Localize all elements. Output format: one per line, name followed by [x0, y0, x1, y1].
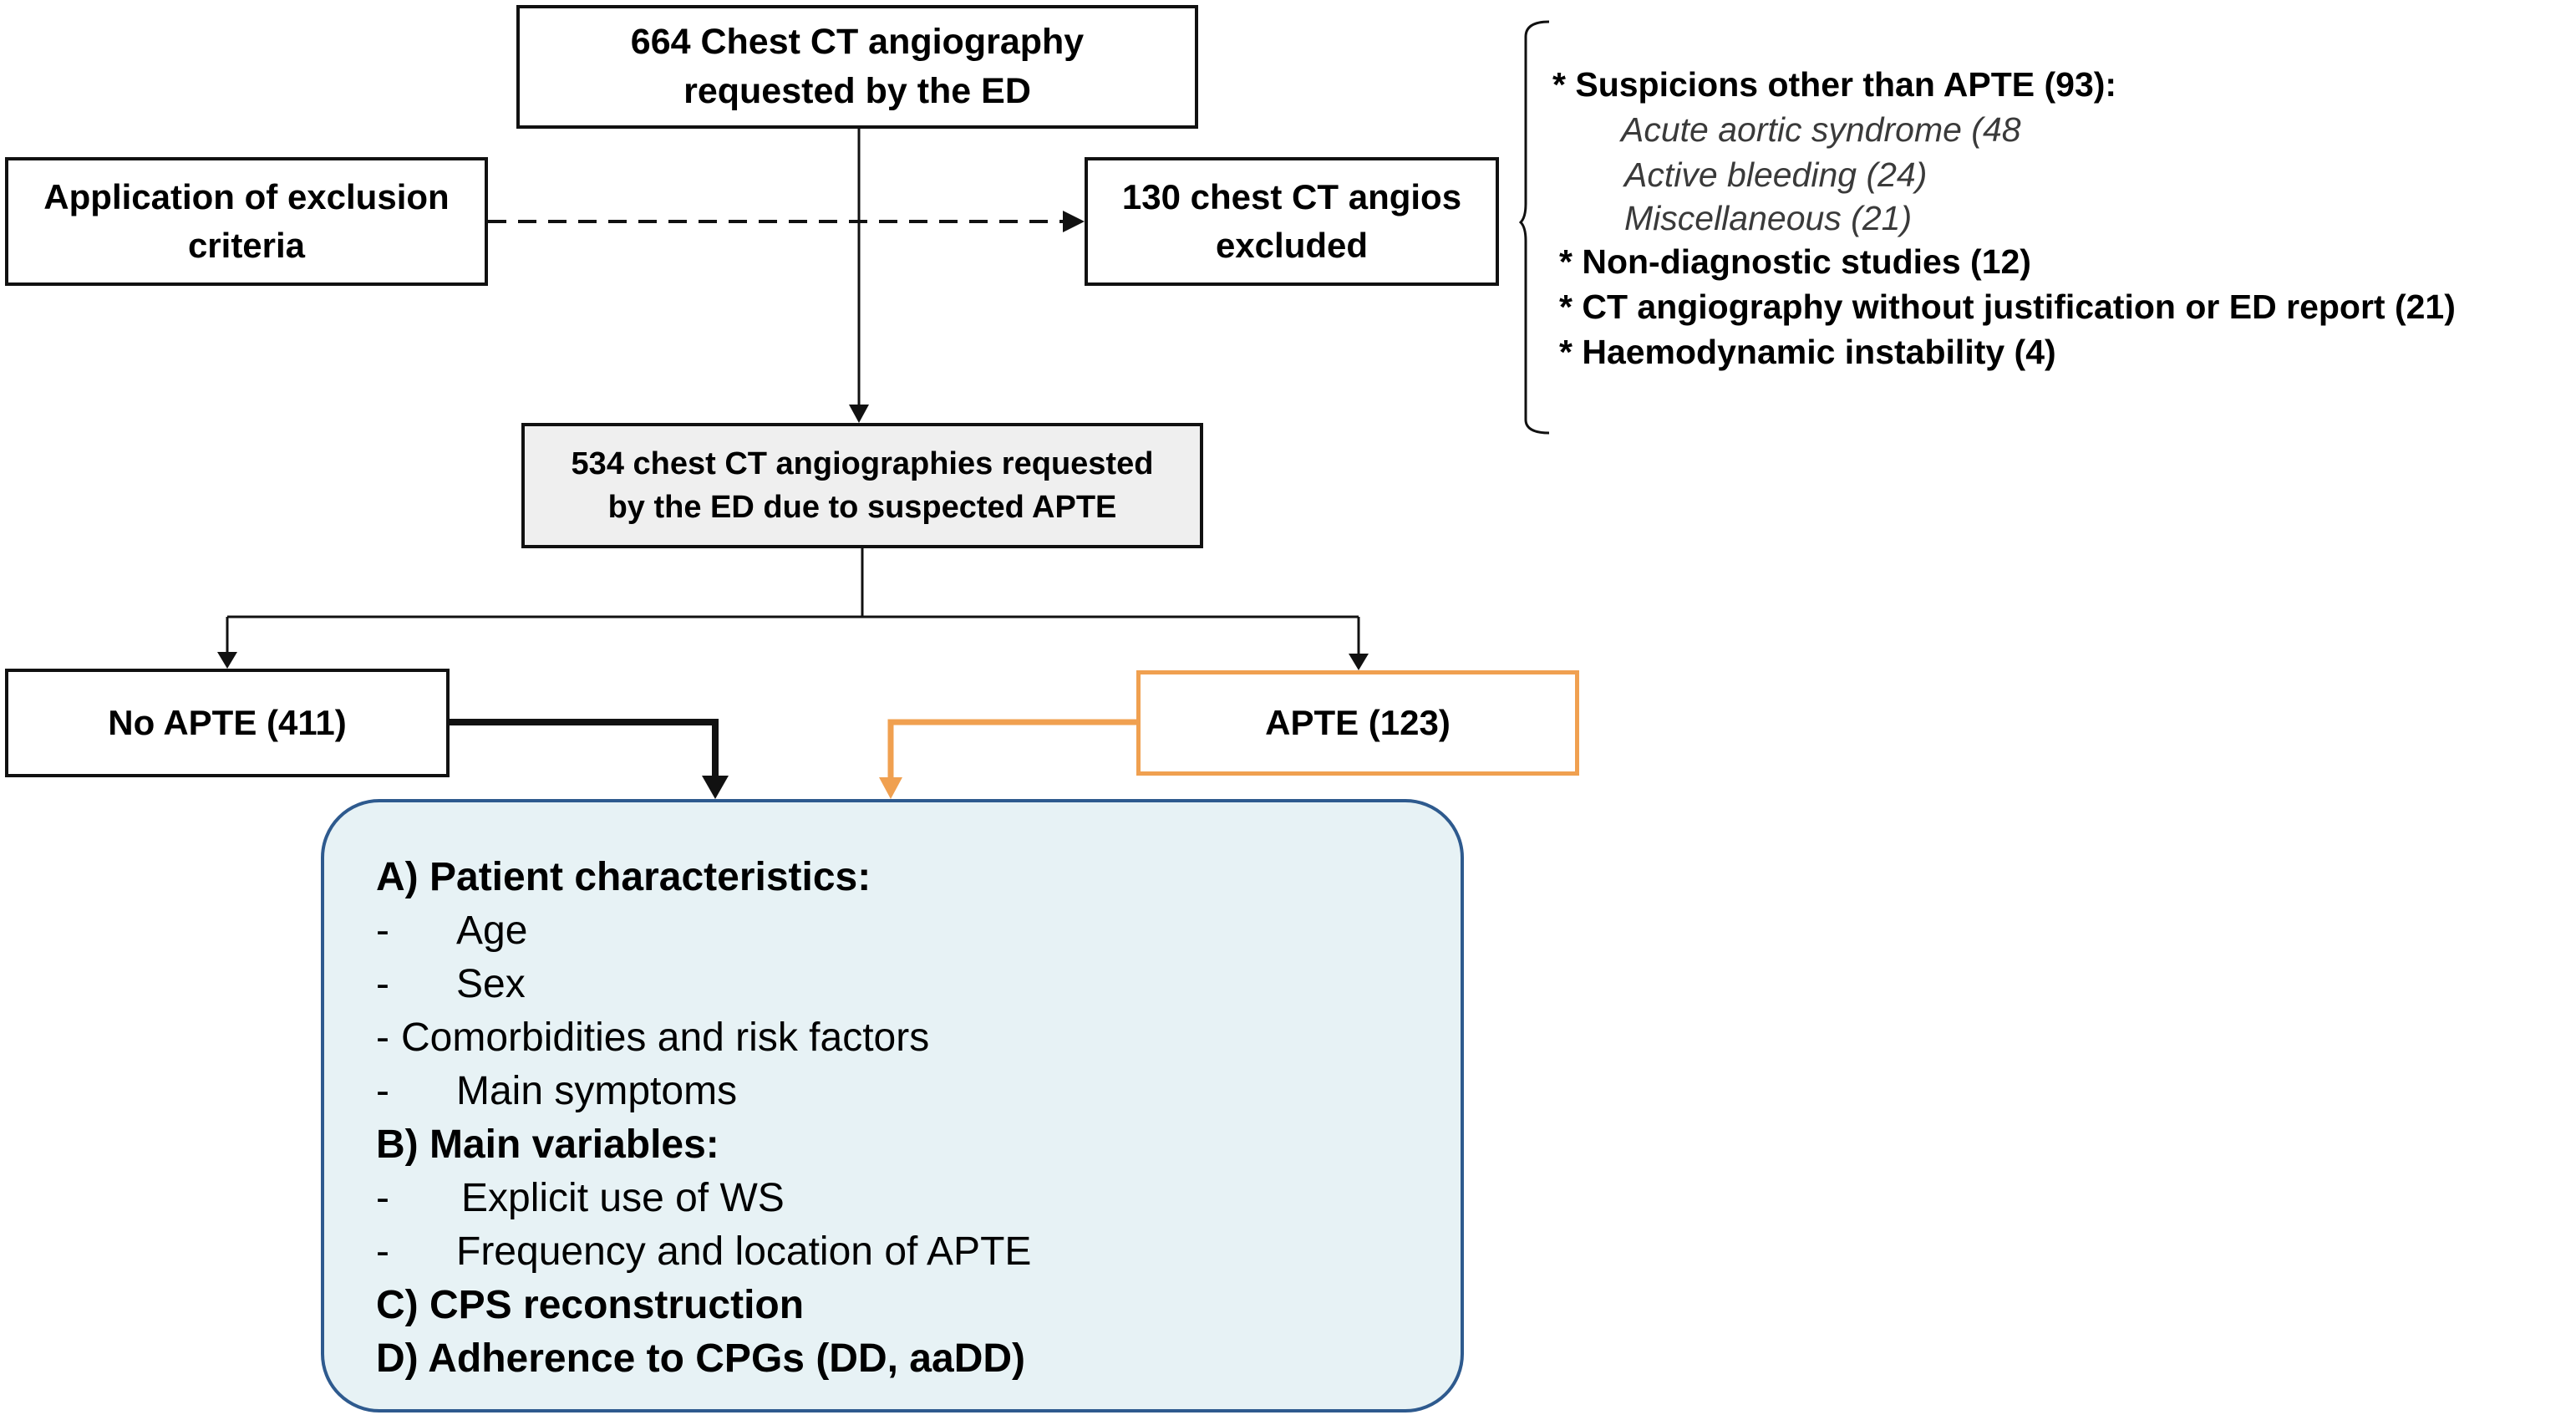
- section-a-heading: A) Patient characteristics:: [376, 855, 871, 899]
- box-suspected-apte: 534 chest CT angiographies requested by …: [521, 423, 1203, 548]
- exclusion-reasons-list: * Suspicions other than APTE (93): Acute…: [1552, 62, 2456, 374]
- section-a-item-label: Comorbidities and risk factors: [400, 1015, 930, 1060]
- exclusion-subreason: Acute aortic syndrome (48: [1621, 110, 2021, 149]
- box-exclusion-criteria: Application of exclusion criteria: [5, 157, 488, 286]
- box-apte-label: APTE (123): [1265, 703, 1451, 743]
- section-b-item: - Explicit use of WS: [376, 1172, 1461, 1225]
- box-excluded-studies: 130 chest CT angios excluded: [1085, 157, 1499, 286]
- box-apte: APTE (123): [1136, 670, 1579, 776]
- bullet-dash: -: [376, 1069, 389, 1113]
- section-a-item: -Comorbidities and risk factors: [376, 1011, 1461, 1065]
- exclusion-subreason: Active bleeding (24): [1624, 155, 1928, 194]
- connector-top-to-middle: [849, 129, 869, 423]
- box-no-apte-label: No APTE (411): [108, 703, 347, 743]
- connector-apte-to-variables: [879, 719, 1136, 799]
- bullet-dash: -: [376, 909, 389, 953]
- box-suspected-apte-line2: by the ED due to suspected APTE: [607, 490, 1117, 525]
- arrowhead: [217, 652, 237, 669]
- connector-no-apte-to-variables: [450, 719, 729, 799]
- bullet-dash: -: [376, 1015, 389, 1060]
- arrowhead: [879, 777, 902, 799]
- arrowhead: [1349, 654, 1369, 670]
- bullet-dash: -: [376, 1229, 389, 1274]
- box-exclusion-criteria-line2: criteria: [187, 226, 306, 265]
- section-a-item-label: Sex: [456, 962, 526, 1006]
- bullet-dash: -: [376, 962, 389, 1006]
- section-d-heading: D) Adherence to CPGs (DD, aaDD): [376, 1336, 1025, 1381]
- section-a-item: - Age: [376, 904, 1461, 958]
- section-a-item: - Sex: [376, 958, 1461, 1011]
- box-no-apte: No APTE (411): [5, 669, 450, 777]
- exclusion-reason: * CT angiography without justification o…: [1559, 288, 2456, 326]
- arrowhead: [702, 776, 729, 799]
- box-exclusion-criteria-line1: Application of exclusion: [43, 177, 450, 217]
- exclusion-brace: [1519, 20, 1550, 435]
- box-suspected-apte-line1: 534 chest CT angiographies requested: [571, 445, 1154, 481]
- box-study-variables: A) Patient characteristics: -Age -Sex -C…: [321, 799, 1464, 1412]
- exclusion-reason: * Non-diagnostic studies (12): [1559, 242, 2031, 281]
- bullet-dash: -: [376, 1176, 389, 1220]
- box-total-ct-requests-line1: 664 Chest CT angiography: [630, 21, 1085, 62]
- exclusion-reason: * Haemodynamic instability (4): [1559, 333, 2056, 371]
- arrowhead: [849, 405, 869, 423]
- connector-exclusion-dashed: [488, 211, 1085, 232]
- exclusion-subreason: Miscellaneous (21): [1624, 199, 1913, 237]
- section-b-heading: B) Main variables:: [376, 1122, 719, 1167]
- box-total-ct-requests: 664 Chest CT angiography requested by th…: [516, 5, 1198, 129]
- section-b-item-label: Explicit use of WS: [461, 1176, 785, 1220]
- section-a-item-label: Age: [456, 909, 528, 953]
- connector-split: [217, 548, 1369, 670]
- box-total-ct-requests-line2: requested by the ED: [683, 71, 1031, 111]
- box-excluded-studies-line1: 130 chest CT angios: [1121, 177, 1462, 217]
- box-excluded-studies-line2: excluded: [1215, 226, 1369, 265]
- section-b-item-label: Frequency and location of APTE: [456, 1229, 1032, 1274]
- section-a-item: - Main symptoms: [376, 1065, 1461, 1118]
- section-a-item-label: Main symptoms: [456, 1069, 738, 1113]
- exclusion-reason-heading: * Suspicions other than APTE (93):: [1552, 65, 2117, 104]
- section-b-item: - Frequency and location of APTE: [376, 1225, 1461, 1279]
- arrowhead: [1063, 211, 1085, 232]
- section-c-heading: C) CPS reconstruction: [376, 1283, 805, 1327]
